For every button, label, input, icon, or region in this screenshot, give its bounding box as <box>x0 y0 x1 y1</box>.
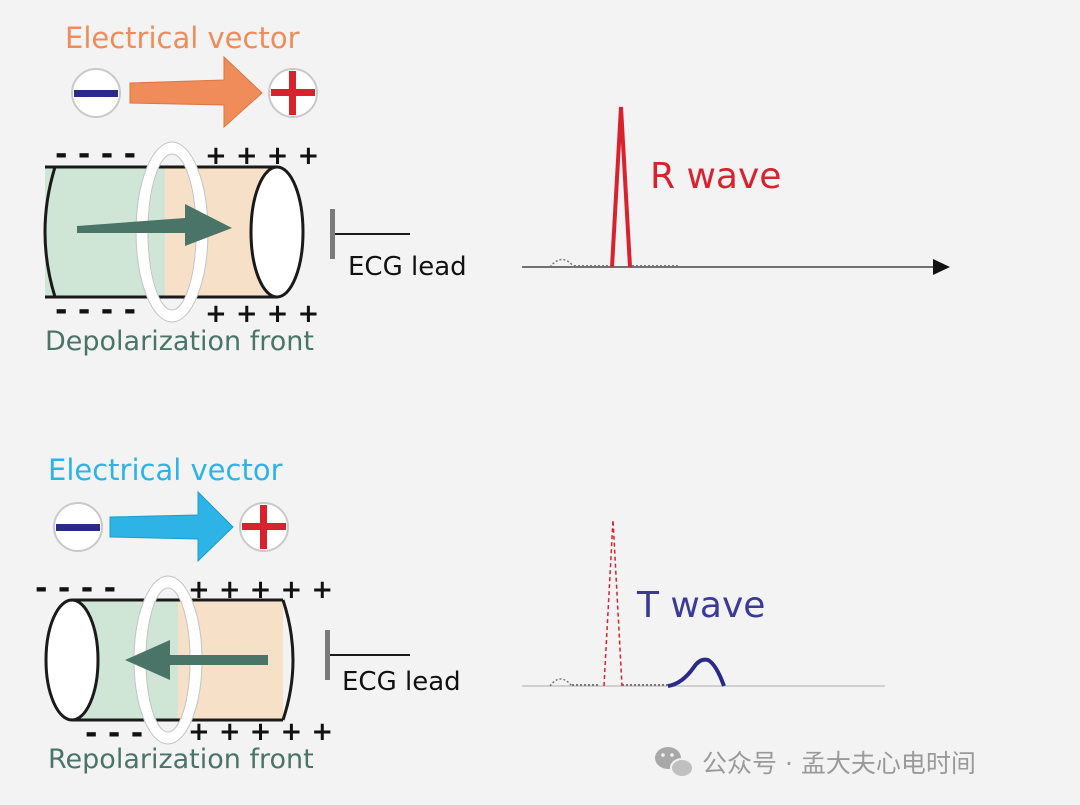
top-ecg-lead-icon <box>330 209 410 259</box>
top-charge-minus-bottom: - - - - <box>55 293 136 328</box>
bottom-front-label: Repolarization front <box>48 744 314 775</box>
bottom-charge-plus-bottom: + + + + + <box>188 717 333 747</box>
top-axis-arrow-icon <box>933 259 950 275</box>
bottom-ecg-trace <box>522 519 885 688</box>
bottom-wave-label: T wave <box>636 585 765 626</box>
bottom-front-arrow-icon <box>125 640 268 680</box>
top-cell-cylinder <box>43 141 305 323</box>
top-front-label: Depolarization front <box>45 326 314 357</box>
top-plus-icon <box>268 68 318 118</box>
bottom-panel: Electrical vector - - - - + + + + + - - … <box>35 453 885 775</box>
top-ecg-trace <box>522 106 950 275</box>
watermark: 公众号 · 孟大夫心电时间 <box>655 747 976 778</box>
top-minus-icon <box>71 68 121 118</box>
top-charge-plus-bottom: + + + + <box>205 299 319 329</box>
top-panel: Electrical vector - - - - + + + + - - - … <box>43 21 950 357</box>
top-front-arrow-icon <box>77 204 232 246</box>
top-lead-label: ECG lead <box>348 252 467 282</box>
top-vector-label: Electrical vector <box>65 21 300 55</box>
bottom-ecg-lead-icon <box>325 630 410 680</box>
bottom-vector-label: Electrical vector <box>48 453 283 487</box>
bottom-lead-label: ECG lead <box>342 667 461 697</box>
bottom-plus-icon <box>239 502 289 552</box>
bottom-minus-icon <box>53 502 103 552</box>
top-wave-label: R wave <box>650 156 781 197</box>
bottom-cell-cylinder <box>44 575 295 745</box>
wechat-icon <box>655 747 694 778</box>
bottom-vector-arrow-icon <box>109 490 234 563</box>
watermark-text: 公众号 · 孟大夫心电时间 <box>702 749 976 778</box>
top-vector-arrow-icon <box>129 55 263 129</box>
